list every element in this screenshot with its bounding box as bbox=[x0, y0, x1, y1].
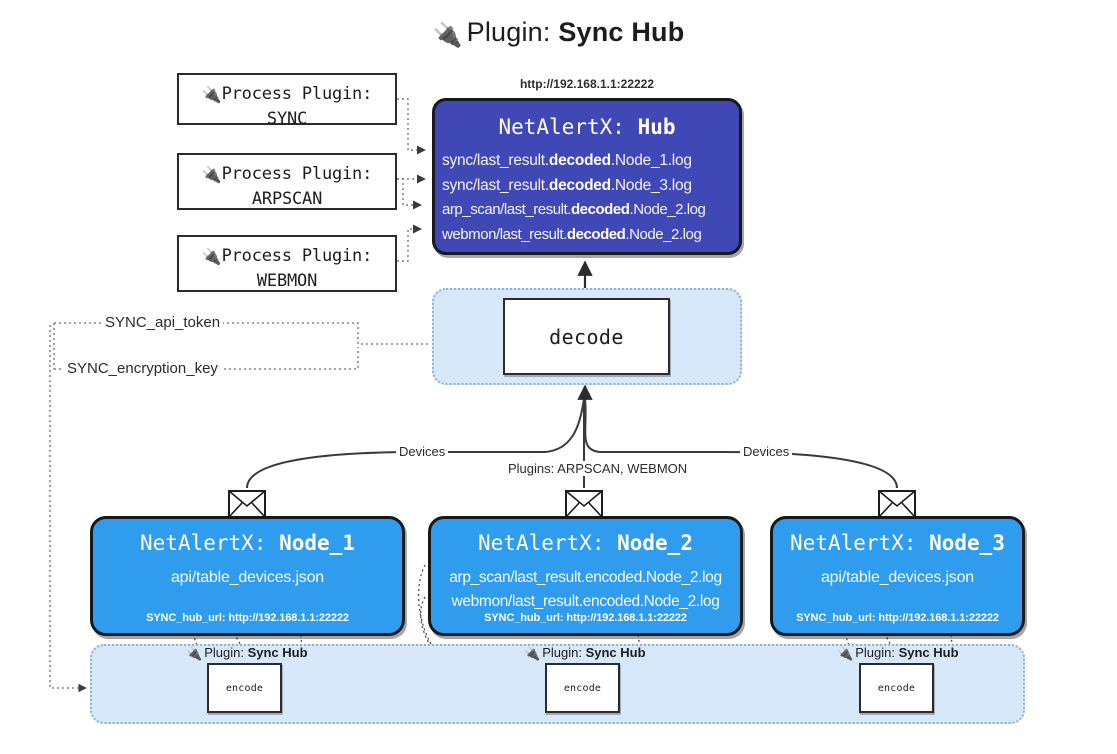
node-line: arp_scan/last_result.encoded.Node_2.log bbox=[449, 569, 722, 586]
node-line-list: api/table_devices.json bbox=[773, 566, 1022, 591]
node-box-node-2[interactable]: NetAlertX: Node_2 arp_scan/last_result.e… bbox=[428, 516, 743, 636]
hub-title: NetAlertX: Hub bbox=[498, 115, 676, 139]
plug-icon: 🔌 bbox=[201, 85, 222, 104]
node-title: NetAlertX: Node_1 bbox=[140, 531, 355, 555]
process-plugin-sync-name: SYNC bbox=[266, 108, 308, 129]
process-plugin-arpscan-name: ARPSCAN bbox=[251, 188, 323, 209]
hub-url-label: http://192.168.1.1:22222 bbox=[519, 77, 655, 91]
encode-box-3[interactable]: encode bbox=[859, 663, 934, 713]
plug-icon: 🔌 bbox=[524, 646, 541, 661]
devices-left-label: Devices bbox=[396, 444, 449, 459]
page-title-name: Sync Hub bbox=[558, 17, 685, 47]
node-hub-url: SYNC_hub_url: http://192.168.1.1:22222 bbox=[146, 612, 349, 624]
hub-log-line: arp_scan/last_result.decoded.Node_2.log bbox=[442, 201, 706, 219]
process-plugin-webmon-name: WEBMON bbox=[256, 270, 318, 291]
hub-log-line: sync/last_result.decoded.Node_3.log bbox=[442, 177, 692, 195]
encoder-caption-3: 🔌Plugin: Sync Hub bbox=[837, 645, 959, 661]
plug-icon: 🔌 bbox=[186, 646, 203, 661]
page-title: 🔌Plugin: Sync Hub bbox=[0, 17, 1117, 50]
node-title: NetAlertX: Node_2 bbox=[478, 531, 693, 555]
page-title-prefix: Plugin: bbox=[466, 17, 559, 47]
hub-log-line: sync/last_result.decoded.Node_1.log bbox=[442, 152, 692, 169]
process-plugin-arpscan[interactable]: 🔌Process Plugin: ARPSCAN bbox=[177, 153, 397, 210]
node-hub-url: SYNC_hub_url: http://192.168.1.1:22222 bbox=[484, 612, 687, 624]
node-line-list: arp_scan/last_result.encoded.Node_2.log … bbox=[431, 566, 740, 614]
node-line: api/table_devices.json bbox=[820, 569, 975, 586]
process-plugin-webmon[interactable]: 🔌Process Plugin: WEBMON bbox=[177, 235, 397, 292]
hub-node[interactable]: NetAlertX: Hub sync/last_result.decoded.… bbox=[432, 98, 742, 255]
sync-api-token-label: SYNC_api_token bbox=[102, 314, 224, 331]
decode-box[interactable]: decode bbox=[503, 298, 670, 375]
node-line-list: api/table_devices.json bbox=[93, 566, 402, 591]
plug-icon: 🔌 bbox=[837, 646, 854, 661]
node-box-node-1[interactable]: NetAlertX: Node_1 api/table_devices.json… bbox=[90, 516, 405, 636]
encoder-caption-1: 🔌Plugin: Sync Hub bbox=[186, 645, 308, 661]
process-plugin-sync[interactable]: 🔌Process Plugin: SYNC bbox=[177, 73, 397, 129]
plug-icon: 🔌 bbox=[201, 165, 222, 184]
plug-icon: 🔌 bbox=[432, 22, 463, 49]
node-box-node-3[interactable]: NetAlertX: Node_3 api/table_devices.json… bbox=[770, 516, 1025, 636]
process-plugin-webmon-label: 🔌Process Plugin: bbox=[201, 246, 373, 266]
envelope-icon bbox=[878, 490, 916, 518]
node-hub-url: SYNC_hub_url: http://192.168.1.1:22222 bbox=[796, 612, 999, 624]
node-line: api/table_devices.json bbox=[170, 569, 325, 586]
envelope-icon bbox=[565, 490, 603, 518]
encode-box-2[interactable]: encode bbox=[545, 663, 620, 713]
encoder-caption-2: 🔌Plugin: Sync Hub bbox=[524, 645, 646, 661]
plug-icon: 🔌 bbox=[201, 247, 222, 266]
hub-log-line: webmon/last_result.decoded.Node_2.log bbox=[442, 225, 702, 243]
hub-log-list: sync/last_result.decoded.Node_1.log sync… bbox=[435, 148, 739, 247]
encode-box-1[interactable]: encode bbox=[207, 663, 282, 713]
devices-right-label: Devices bbox=[740, 444, 793, 459]
node-title: NetAlertX: Node_3 bbox=[790, 531, 1005, 555]
process-plugin-arpscan-label: 🔌Process Plugin: bbox=[201, 164, 373, 184]
plugins-center-label: Plugins: ARPSCAN, WEBMON bbox=[505, 461, 691, 476]
envelope-icon bbox=[228, 490, 266, 518]
sync-encryption-key-label: SYNC_encryption_key bbox=[64, 360, 221, 377]
node-line: webmon/last_result.encoded.Node_2.log bbox=[451, 593, 720, 611]
process-plugin-sync-label: 🔌Process Plugin: bbox=[201, 84, 373, 104]
